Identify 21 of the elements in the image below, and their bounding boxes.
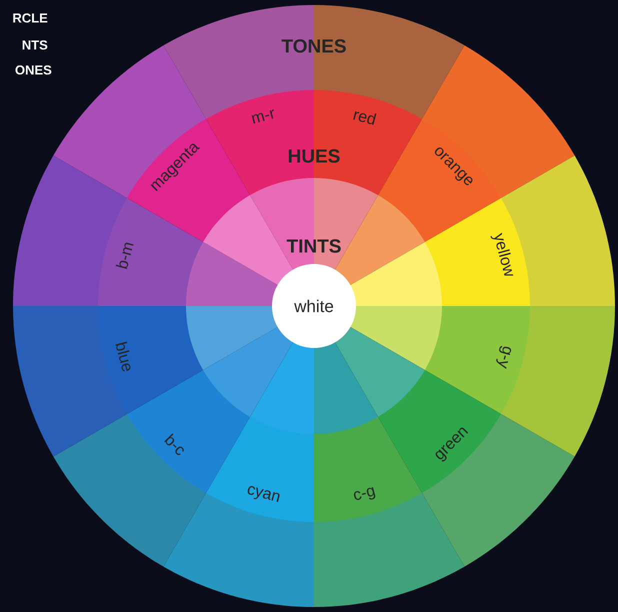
- tint-segment: [185, 306, 278, 370]
- hue-segment: b-m: [98, 198, 204, 306]
- tint-segment: [250, 342, 314, 435]
- tint-segment: [202, 326, 294, 418]
- tint-segment: [334, 326, 426, 418]
- ring-label: RCLE: [13, 13, 48, 23]
- hue-segment: g-y: [424, 306, 530, 414]
- tint-segment: [350, 306, 443, 370]
- tint-segment: [350, 241, 443, 306]
- hue-segment: cyan: [206, 416, 314, 522]
- hue-segment: blue: [98, 306, 204, 414]
- tone-segment: [422, 45, 575, 198]
- hue-segment: c-g: [314, 416, 422, 522]
- ring-label: TINTS: [286, 239, 341, 253]
- tone-segment: [422, 413, 575, 567]
- tint-segment: [314, 342, 378, 435]
- hue-segment: yellow: [424, 198, 530, 306]
- tone-segment: [53, 413, 206, 567]
- tone-segment: [53, 45, 206, 198]
- ring-label: NTS: [22, 40, 48, 50]
- tint-segment: [185, 241, 278, 306]
